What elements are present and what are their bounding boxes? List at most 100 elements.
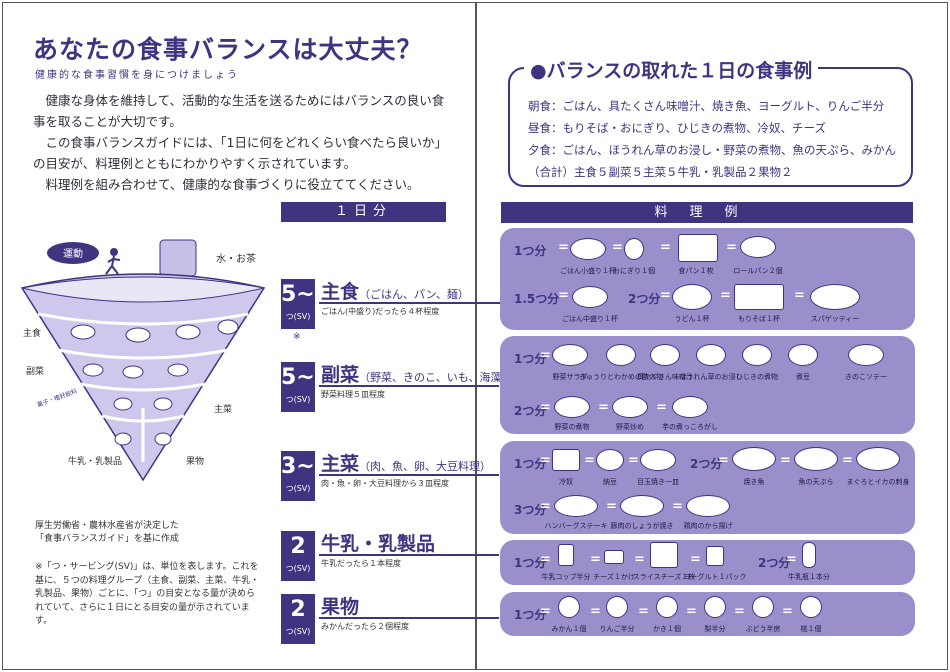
shusai-tier-label: 主菜 [214,403,232,415]
sv-label: 2つ分 [628,292,661,306]
sashimi-icon [856,447,900,471]
dish-label: きゅうりとわかめの酢の物 [579,373,663,381]
lunch-line: 昼食：もりそば・おにぎり、ひじきの煮物、冷奴、チーズ [528,121,826,135]
dish-label: 梨半分 [704,625,726,633]
dish-label: 焼き魚 [743,478,765,486]
dish-label: ほうれん草のお浸し [679,373,743,381]
dish-label: チーズ１かけ [593,573,635,581]
panel-shushoku: 1つ分 = ごはん小盛り１杯 = おにぎり１個 = 食パン１枚 = ロールパン２… [500,228,915,330]
potato-icon [672,396,708,418]
equals-sign: = [590,604,601,619]
dish-label: スライスチーズ１枚 [632,573,696,581]
stir-fry-icon [612,396,648,418]
group-name-sub: （ごはん、パン、麺） [359,288,469,301]
group-name-text: 主食 [321,281,360,303]
milk-tier-label: 牛乳・乳製品 [68,455,122,467]
dish-label: 野菜サラダ [552,373,588,381]
serving-count-box: 2 つ(SV) [281,594,315,644]
shushoku-tier-label: 主食 [23,327,41,339]
serving-count-box: 2 つ(SV) [281,531,315,581]
dish-label: 野菜の煮物 [554,423,590,431]
group-name-text: 果物 [321,596,360,618]
sv-label: 1つ分 [514,244,547,258]
equals-sign: = [558,288,569,303]
dish-label: 納豆 [603,478,617,486]
balance-guide-top-illustration: 運動 水・お茶 主食 副菜 主菜 牛乳・乳製品 果物 菓子・嗜好飲料 [18,232,268,492]
equals-sign: = [598,400,609,415]
serving-count: 2 [290,597,306,622]
tempura-icon [794,447,838,471]
daily-example-lines: 朝食：ごはん、具たくさん味噌汁、焼き魚、ヨーグルト、りんご半分 昼食：もりそば・… [528,95,896,183]
serving-count: 5~6 [281,365,331,390]
ginger-pork-icon [620,495,664,517]
day-label-bar: １日分 [281,202,446,222]
pear-icon [704,596,726,618]
dish-label: スパゲッティー [810,315,860,323]
sv-label: 3つ分 [514,503,547,517]
group-name-sub: （肉、魚、卵、大豆料理） [359,460,492,473]
dish-label: ごはん中盛り１杯 [562,315,618,323]
dish-label: うどん１杯 [674,315,710,323]
fruit-tier-label: 果物 [186,455,204,467]
group-note: 野菜料理５皿程度 [321,390,385,399]
snack-label: 菓子・嗜好飲料 [36,387,78,409]
nimame-icon [788,344,818,366]
intro-paragraph: 健康な身体を維持して、活動的な生活を送るためにはバランスの良い食事を取ることが大… [33,93,445,129]
cheese-icon [604,550,624,564]
serving-count-box: 3~5 つ(SV) [281,451,331,501]
serving-unit: つ(SV) [285,395,311,404]
equals-sign: = [686,604,697,619]
dish-label: ハンバーグステーキ [544,522,608,530]
equals-sign: = [690,552,701,567]
dish-label: 具たくさん味噌汁 [637,373,693,381]
mushroom-saute-icon [848,344,884,366]
group-note: 肉・魚・卵・大豆料理から３皿程度 [321,479,449,488]
equals-sign: = [540,453,551,468]
rice-bowl-icon [572,286,608,308]
dish-label: 豚肉のしょうが焼き [610,522,674,530]
sv-label: 2つ分 [514,404,547,418]
rice-bowl-icon [570,238,606,260]
group-connector-line [319,385,499,387]
dish-label: かき１個 [653,625,681,633]
credit-line: 「食事バランスガイド」を基に作成 [35,534,179,544]
equals-sign: = [584,453,595,468]
intro-text: 健康な身体を維持して、活動的な生活を送るためにはバランスの良い食事を取ることが大… [33,90,453,195]
yogurt-icon [706,546,724,566]
dish-label: 鶏肉のから揚げ [683,522,733,530]
group-name-text: 牛乳・乳製品 [321,533,436,555]
group-name-sub: （野菜、きのこ、いも、海藻料理） [359,371,535,384]
panel-fruit: 1つ分 = みかん１個 = りんご半分 = かき１個 = 梨半分 = ぶどう半房… [500,592,915,636]
sv-label: 1.5つ分 [514,292,560,306]
intro-paragraph: 料理例を組み合わせて、健康的な食事づくりに役立ててください。 [45,177,420,192]
equals-sign: = [590,552,601,567]
page-divider [475,2,477,670]
onigiri-icon [624,238,644,260]
serving-count: 3~5 [281,454,331,479]
fried-egg-icon [640,449,676,471]
dish-label: 牛乳瓶１本分 [788,573,830,581]
equals-sign: = [786,552,797,567]
dish-label: もりそば１杯 [738,315,780,323]
group-note: みかんだったら２個程度 [321,622,409,631]
dish-label: 野菜炒め [616,423,644,431]
natto-icon [596,449,624,471]
sv-label: 1つ分 [514,352,547,366]
peach-icon [800,596,822,618]
equals-sign: = [726,240,737,255]
hijiki-icon [742,344,772,366]
equals-sign: = [842,453,853,468]
milk-bottle-icon [802,542,816,568]
group-name-text: 主菜 [321,453,360,475]
serving-unit: つ(SV) [285,564,311,573]
equals-sign: = [660,240,671,255]
dish-label: おにぎり１個 [613,267,655,275]
daily-example-title: ●バランスの取れた１日の食事例 [524,56,819,83]
equals-sign: = [780,453,791,468]
equals-sign: = [656,400,667,415]
spinach-icon [696,344,726,366]
panel-shusai: 1つ分 = 冷奴 = 納豆 = 目玉焼き一皿 2つ分 = 焼き魚 = 魚の天ぷら… [500,441,915,534]
serving-unit: つ(SV) [285,627,311,636]
sv-label: 1つ分 [514,457,547,471]
salad-icon [552,344,588,366]
